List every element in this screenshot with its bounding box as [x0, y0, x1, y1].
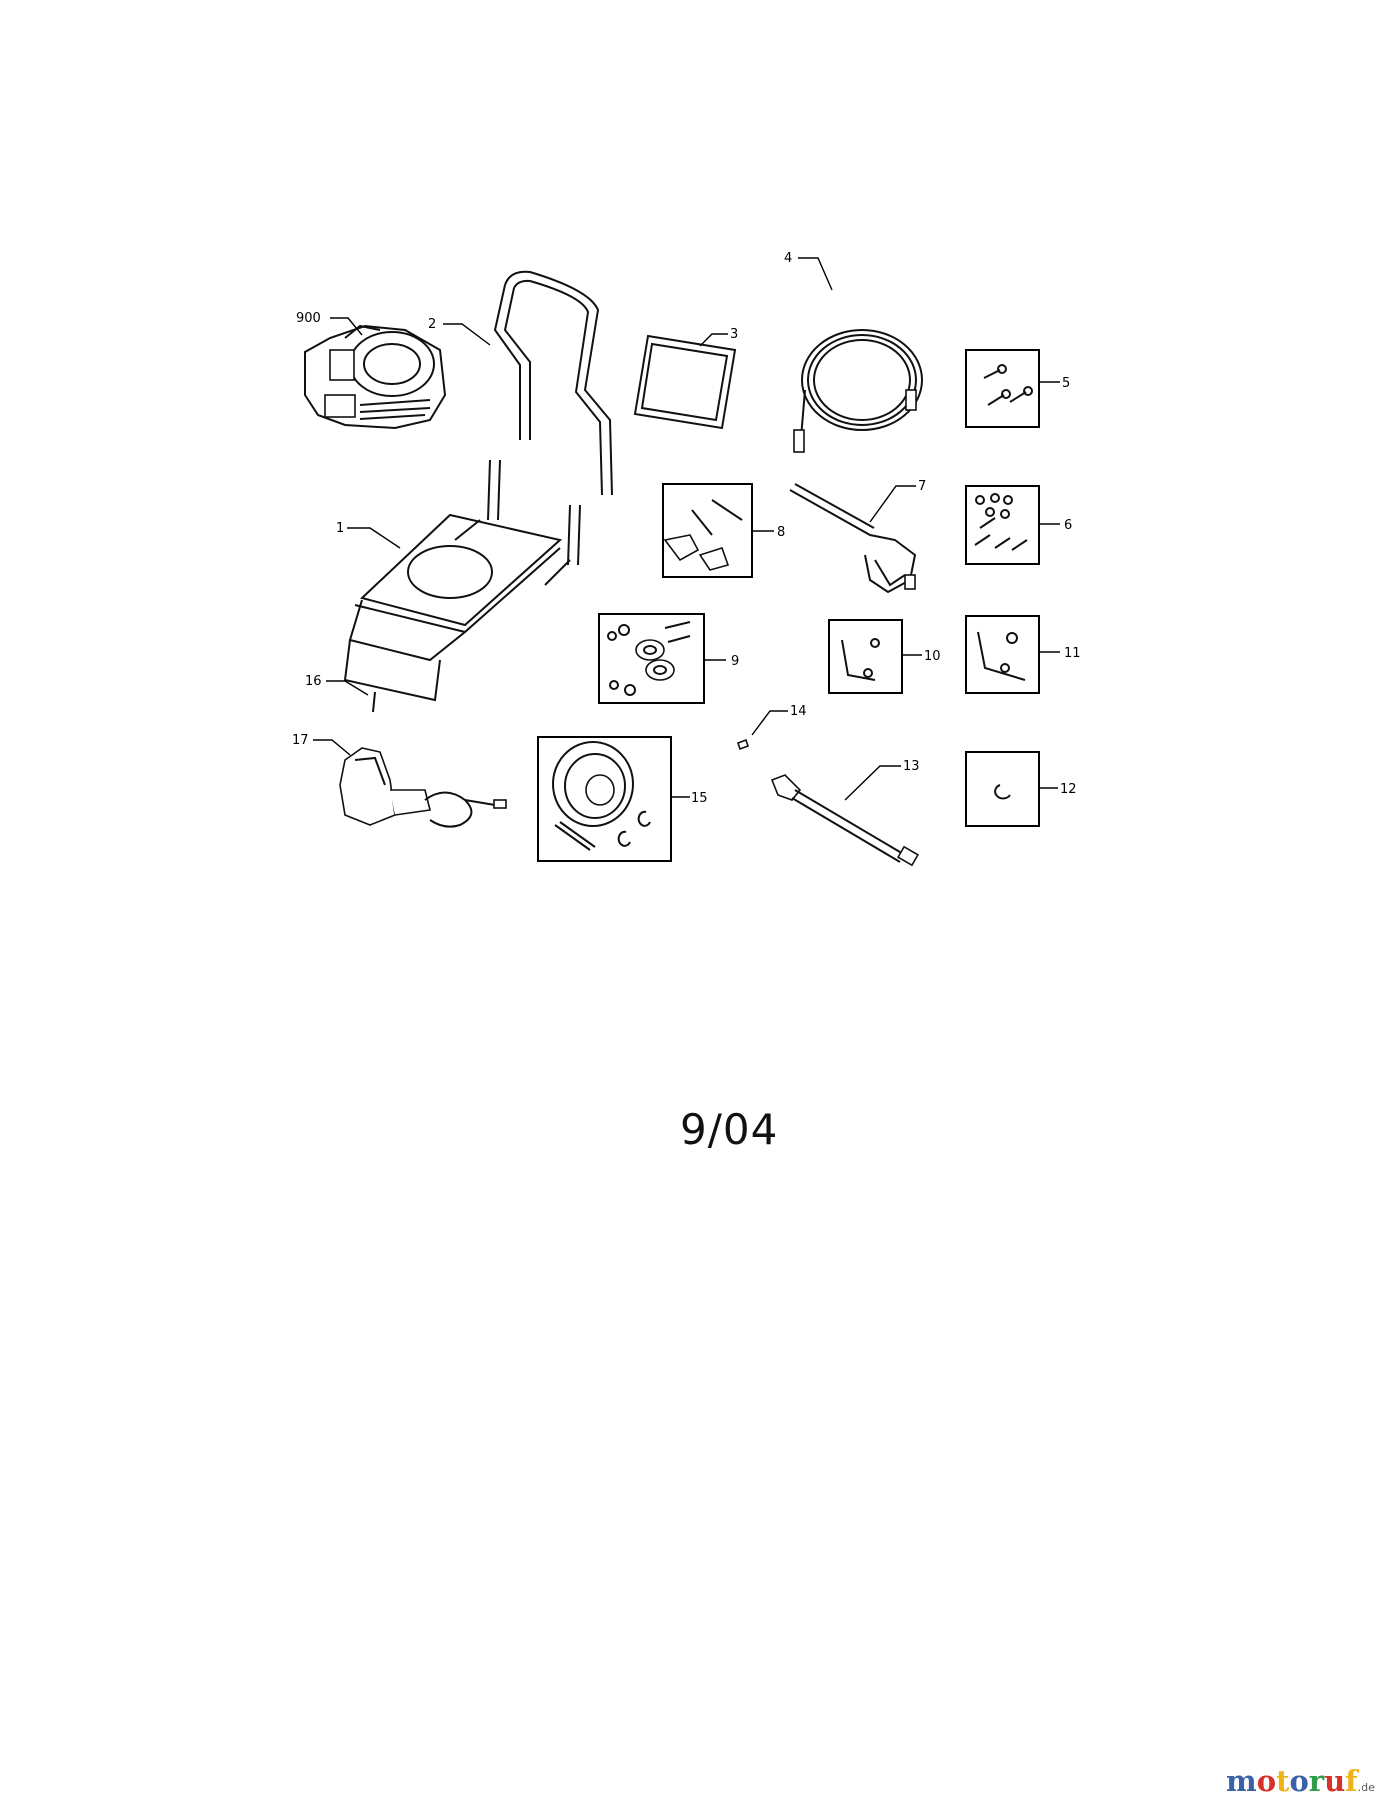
- part-pin-16: [372, 691, 376, 713]
- watermark-letter: o: [1256, 1764, 1277, 1798]
- part-kit-10: [828, 619, 903, 694]
- part-spray-gun: [789, 483, 917, 594]
- callout-label: 12: [1060, 782, 1077, 797]
- callout-label: 13: [903, 759, 920, 774]
- callout-17: 17: [292, 733, 351, 756]
- callout-15: 15: [671, 791, 708, 806]
- part-knob-kit: [662, 483, 753, 578]
- callout-10: 10: [902, 649, 941, 664]
- callout-7: 7: [869, 479, 926, 523]
- callout-900: 900: [296, 311, 363, 336]
- callout-label: 6: [1064, 518, 1072, 533]
- callout-label: 2: [428, 317, 436, 332]
- part-nozzle-14: [736, 738, 750, 751]
- callout-label: 4: [784, 251, 792, 266]
- callout-label: 14: [790, 704, 807, 719]
- callout-12: 12: [1039, 782, 1077, 797]
- part-clip-12: [965, 751, 1040, 827]
- callout-16: 16: [305, 674, 369, 696]
- callout-4: 4: [784, 251, 833, 291]
- callout-label: 3: [730, 327, 738, 342]
- part-wheel-hardware: [598, 613, 705, 704]
- callout-label: 17: [292, 733, 309, 748]
- part-manual: [633, 334, 737, 430]
- part-engine: [304, 324, 447, 430]
- part-spray-lance: [770, 774, 920, 867]
- callout-3: 3: [699, 327, 738, 347]
- callout-5: 5: [1039, 376, 1070, 391]
- part-wheel-kit: [537, 736, 672, 862]
- callout-label: 8: [777, 525, 785, 540]
- callout-label: 15: [691, 791, 708, 806]
- callout-label: 7: [918, 479, 926, 494]
- date-code: 9/04: [680, 1105, 779, 1154]
- watermark-letter: t: [1276, 1764, 1290, 1798]
- watermark-letter: o: [1289, 1764, 1309, 1798]
- part-hardware-kit: [965, 485, 1040, 565]
- watermark-letter: r: [1308, 1764, 1325, 1798]
- part-bolt-kit: [965, 349, 1040, 428]
- callout-1: 1: [336, 521, 401, 549]
- site-watermark: motoruf.de: [1226, 1764, 1375, 1798]
- callout-11: 11: [1039, 646, 1081, 661]
- callout-14: 14: [751, 704, 807, 736]
- callout-13: 13: [844, 759, 920, 801]
- part-handle: [493, 270, 613, 496]
- callout-label: 5: [1062, 376, 1070, 391]
- watermark-suffix: .de: [1357, 1781, 1375, 1794]
- watermark-letter: f: [1345, 1764, 1358, 1798]
- callout-label: 9: [731, 654, 739, 669]
- callout-label: 900: [296, 311, 321, 326]
- callout-label: 11: [1064, 646, 1081, 661]
- callout-6: 6: [1039, 518, 1072, 533]
- callout-8: 8: [752, 525, 785, 540]
- watermark-letter: m: [1226, 1764, 1257, 1798]
- callout-label: 1: [336, 521, 344, 536]
- part-hose: [793, 329, 923, 453]
- part-frame: [343, 459, 581, 702]
- callout-label: 10: [924, 649, 941, 664]
- part-kit-11: [965, 615, 1040, 694]
- watermark-letter: u: [1324, 1764, 1346, 1798]
- callout-9: 9: [704, 654, 739, 669]
- part-pump: [339, 747, 507, 828]
- callout-2: 2: [428, 317, 491, 346]
- callout-label: 16: [305, 674, 322, 689]
